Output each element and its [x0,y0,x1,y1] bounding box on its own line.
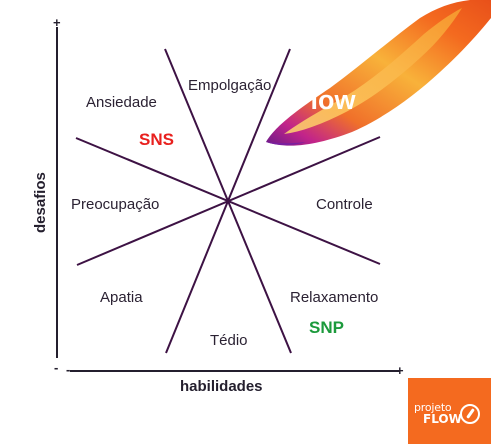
marker-sns: SNS [139,130,174,149]
region-relaxamento: Relaxamento [290,289,378,306]
region-controle: Controle [316,196,373,213]
axes [56,27,400,372]
x-axis-label: habilidades [180,378,263,395]
origin-minus-x: - [66,362,70,377]
x-axis-plus: + [396,363,404,378]
y-axis-plus: + [53,15,61,30]
sector-line-4 [76,136,381,266]
projeto-flow-logo: projeto FLOW [408,378,491,444]
region-apatia: Apatia [100,289,143,306]
logo-line1: projeto [414,401,452,414]
logo-line2: FLOW [423,412,462,426]
region-tedio: Tédio [210,332,248,349]
y-axis-label: desafios [32,172,49,233]
region-ansiedade: Ansiedade [86,94,157,111]
flow-flame-shape [266,0,491,146]
origin-minus-y: - [54,360,58,375]
region-flow: Flow [294,85,356,115]
marker-snp: SNP [309,318,344,337]
region-empolgacao: Empolgação [188,77,271,94]
region-preocupacao: Preocupação [71,196,159,213]
logo-badge-icon [460,404,480,424]
sector-lines [75,48,381,354]
top-mask [188,44,268,66]
